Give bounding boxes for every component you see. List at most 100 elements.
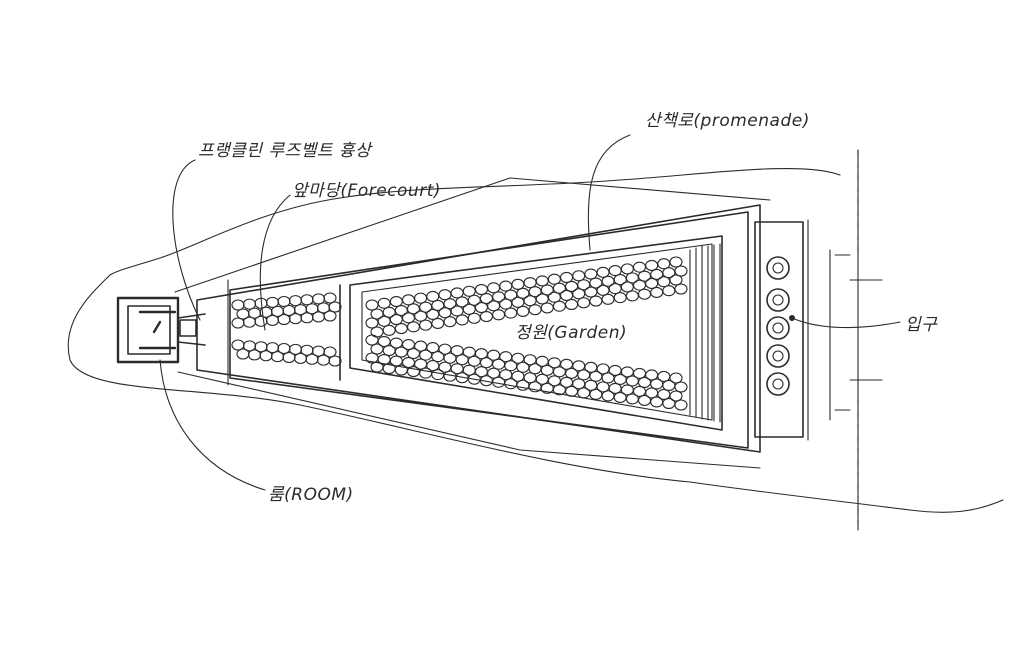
promenade-label: 산책로(promenade): [645, 111, 810, 131]
leader-promenade: [587, 134, 631, 251]
stone: [637, 394, 652, 406]
leader-forecourt: [259, 194, 291, 331]
planter: [766, 344, 790, 368]
promenade-edge-bottom: [177, 371, 761, 469]
stone: [247, 349, 262, 361]
stone: [443, 316, 457, 328]
stone: [323, 310, 337, 322]
entrance-label: 입구: [905, 315, 938, 335]
stone: [528, 304, 542, 316]
stone: [504, 378, 518, 390]
garden-frame: [349, 235, 723, 431]
stone: [674, 381, 688, 393]
stone: [370, 361, 384, 373]
leader-bust: [172, 159, 201, 321]
planter: [766, 372, 790, 396]
stone: [479, 310, 493, 323]
stone: [637, 288, 652, 300]
stone: [589, 295, 603, 307]
stone: [650, 396, 664, 408]
stone: [540, 302, 554, 314]
leader-room: [159, 359, 266, 491]
stone: [419, 367, 433, 379]
stone: [516, 379, 530, 391]
wedge-outer: [196, 204, 761, 453]
stone: [323, 292, 337, 304]
planter: [766, 316, 790, 340]
planter: [766, 256, 790, 280]
stone: [305, 353, 319, 365]
stone: [589, 388, 603, 400]
stone: [577, 297, 591, 309]
entrance-wall: [807, 149, 883, 531]
stone: [613, 391, 627, 403]
stone: [288, 313, 303, 325]
stone: [601, 293, 615, 305]
wedge-inner: [229, 211, 749, 449]
stone: [382, 324, 396, 336]
stone: [311, 311, 326, 323]
stone: [431, 317, 445, 329]
stone: [674, 399, 688, 411]
stone: [282, 351, 296, 364]
stone: [528, 381, 542, 393]
planter-center: [772, 378, 784, 390]
stone: [328, 301, 342, 313]
stone: [236, 348, 250, 360]
stone: [277, 313, 291, 326]
stone: [467, 312, 481, 324]
stone: [674, 283, 688, 295]
stone: [565, 298, 579, 311]
stone: [565, 385, 579, 397]
stone: [406, 321, 421, 333]
entrance-block: [754, 221, 804, 438]
stone: [455, 314, 469, 326]
garden-hatch: [689, 243, 721, 423]
stone: [293, 352, 308, 364]
stone: [662, 285, 676, 297]
stone: [669, 390, 683, 402]
bust-pedestal: [179, 319, 197, 337]
stone: [516, 305, 530, 317]
planter-center: [772, 262, 784, 274]
stone: [577, 387, 591, 399]
entrance-planters: [766, 256, 790, 396]
room-corridor: [177, 313, 206, 346]
stone: [265, 314, 280, 326]
stone: [254, 315, 268, 327]
stone: [552, 300, 566, 312]
planter-center: [772, 350, 784, 362]
stone: [601, 390, 615, 402]
stone: [270, 351, 285, 363]
forecourt-label: 앞마당(Forecourt): [292, 181, 441, 201]
stone: [504, 307, 518, 319]
stone: [300, 312, 314, 324]
stone: [406, 366, 421, 378]
stone: [394, 323, 408, 335]
stone: [328, 355, 342, 367]
stone: [674, 265, 688, 277]
room-outer: [116, 296, 180, 364]
stone: [419, 319, 433, 331]
leader-entrance: [791, 317, 901, 329]
room-wall: [138, 310, 177, 350]
promenade-edge-top: [174, 177, 771, 293]
stone: [242, 316, 257, 328]
stone: [316, 354, 331, 366]
stone: [625, 290, 639, 302]
planter-center: [772, 294, 784, 306]
entrance-dot: [789, 315, 795, 321]
stone: [613, 292, 627, 304]
bust-label: 프랭클린 루즈벨트 흉상: [198, 141, 372, 161]
room-inner: [127, 305, 171, 355]
stone: [625, 393, 639, 405]
site-boundary: [67, 167, 1004, 513]
stone: [492, 309, 506, 321]
planter: [766, 288, 790, 312]
stone: [431, 369, 445, 381]
stone: [669, 256, 683, 268]
stone: [669, 274, 683, 286]
stone: [669, 372, 683, 384]
stone: [323, 346, 337, 358]
